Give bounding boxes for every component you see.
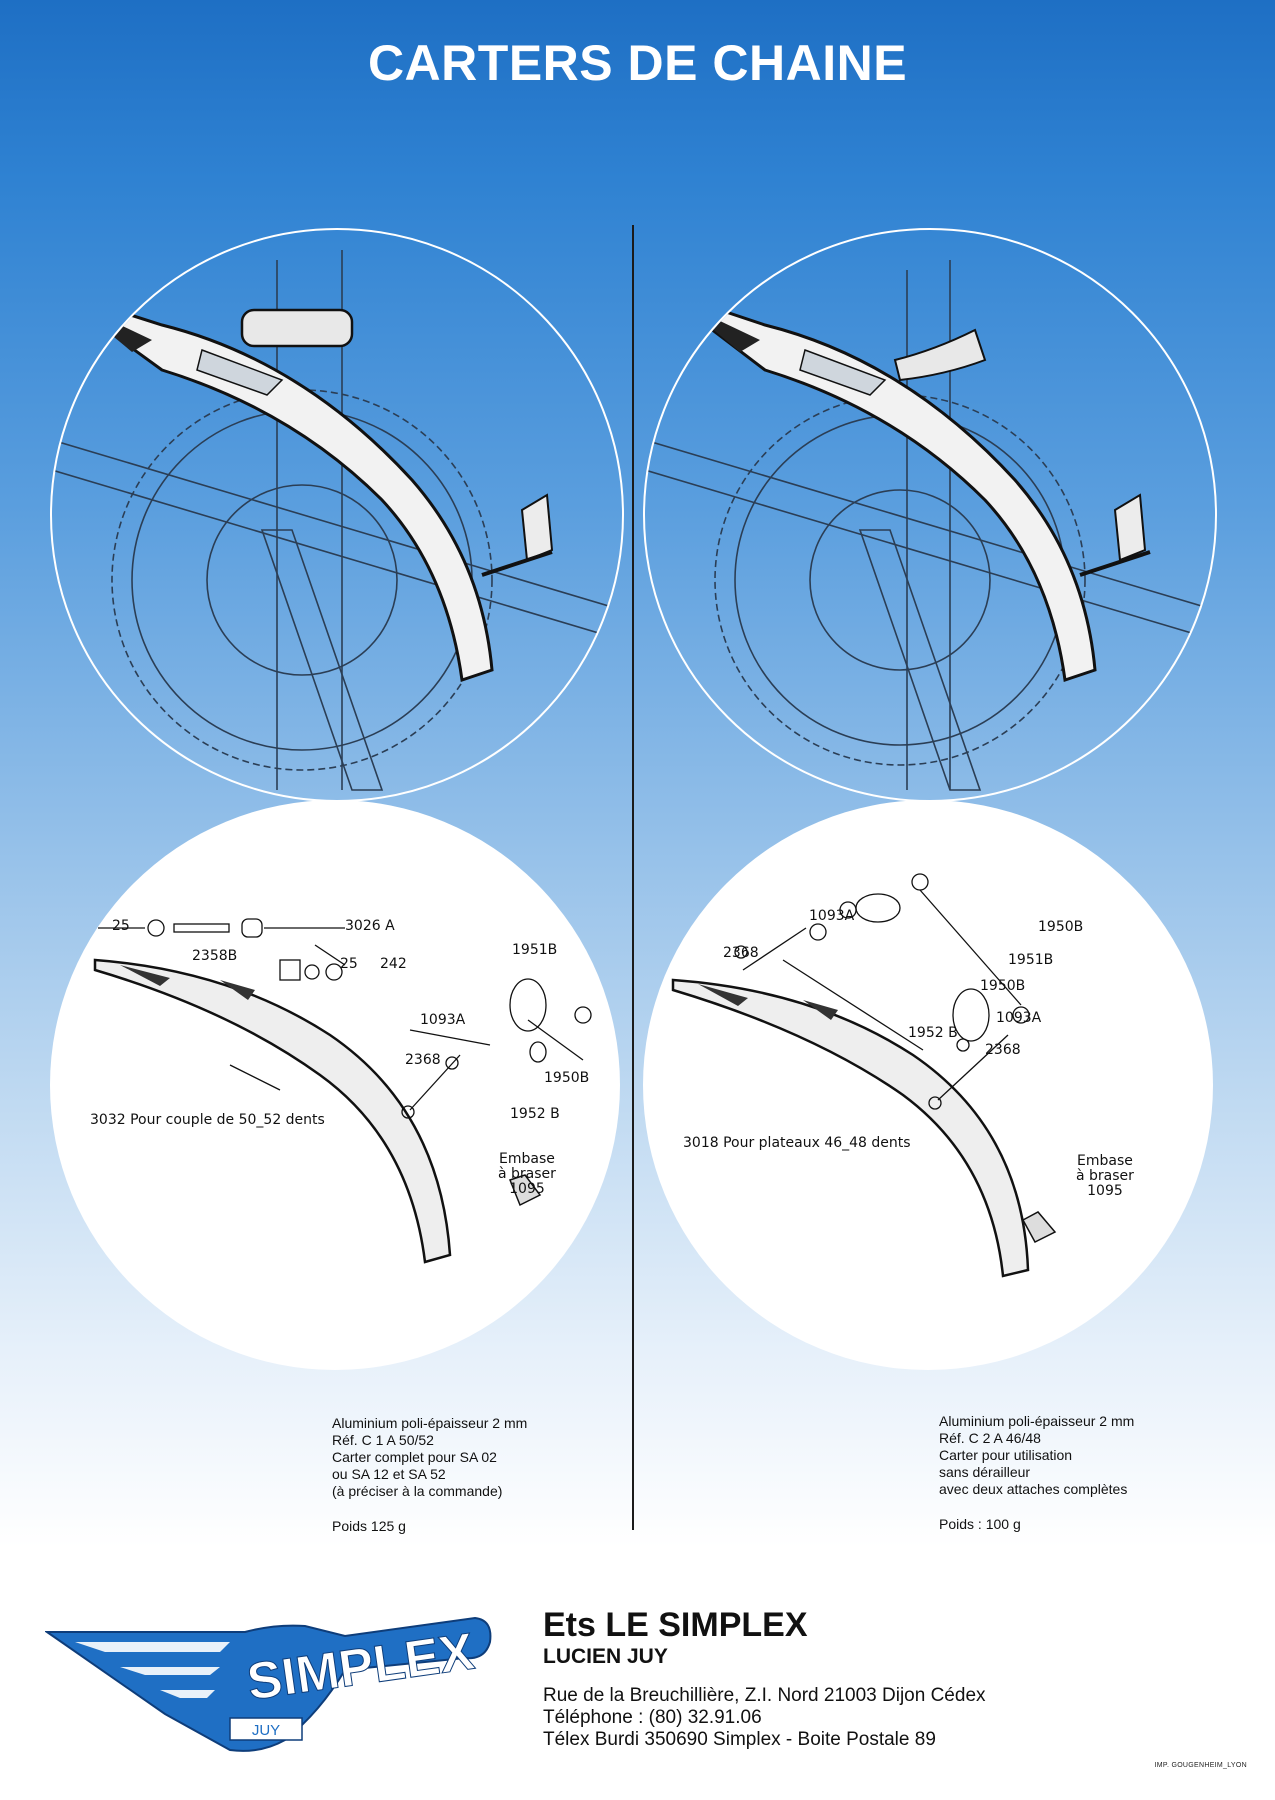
callout-1952b: 1952 B	[510, 1106, 560, 1122]
callout-2358b: 2358B	[192, 948, 238, 964]
spec-line: Réf. C 1 A 50/52	[332, 1432, 434, 1448]
illustration-guard-mounted-right	[643, 228, 1217, 802]
callout-1093a: 1093A	[420, 1012, 466, 1028]
spec-line: ou SA 12 et SA 52	[332, 1466, 446, 1482]
callout-1093a-top: 1093A	[809, 908, 855, 924]
spec-line: Aluminium poli-épaisseur 2 mm	[939, 1413, 1135, 1429]
callout-1951b: 1951B	[1008, 952, 1054, 968]
embase-label: Embase à braser 1095	[498, 1152, 556, 1197]
page-title: CARTERS DE CHAINE	[367, 35, 908, 91]
callout-1951b: 1951B	[512, 942, 558, 958]
callout-2368-top: 2368	[723, 945, 759, 961]
embase-ref: 1095	[1087, 1183, 1123, 1199]
weight-text: Poids : 100 g	[939, 1516, 1021, 1532]
embase-line1: Embase	[499, 1151, 555, 1167]
logo-subtext: JUY	[252, 1722, 280, 1739]
callout-2368: 2368	[405, 1052, 441, 1068]
company-owner: LUCIEN JUY	[543, 1645, 668, 1668]
address-line: Rue de la Breuchillière, Z.I. Nord 21003…	[543, 1685, 986, 1706]
callout-2368-low: 2368	[985, 1042, 1021, 1058]
spec-line: sans dérailleur	[939, 1464, 1031, 1480]
exploded-parts-drawing	[93, 918, 592, 1264]
printer-imprint: IMP. GOUGENHEIM_LYON	[1154, 1762, 1247, 1769]
callout-1950b-mid: 1950B	[980, 978, 1026, 994]
company-name: Ets LE SIMPLEX	[543, 1606, 808, 1644]
spec-block-right: Aluminium poli-épaisseur 2 mm Réf. C 2 A…	[939, 1413, 1134, 1533]
callout-1950b: 1950B	[544, 1070, 590, 1086]
chain-guard-illustration	[52, 250, 622, 791]
company-info: Ets LE SIMPLEX LUCIEN JUY Rue de la Breu…	[543, 1606, 986, 1751]
callout-1950b-top: 1950B	[1038, 919, 1084, 935]
callout-1952b: 1952 B	[908, 1025, 958, 1041]
spec-line: avec deux attaches complètes	[939, 1481, 1128, 1497]
embase-label: Embase à braser 1095	[1076, 1154, 1134, 1199]
exploded-view-right: 1093A 2368 1950B 1951B 1950B 1952 B 1093…	[643, 800, 1213, 1370]
spec-line: (à préciser à la commande)	[332, 1483, 503, 1499]
telex-line: Télex Burdi 350690 Simplex - Boite Posta…	[543, 1729, 936, 1750]
callout-25-second: 25	[340, 956, 358, 972]
phone-line: Téléphone : (80) 32.91.06	[543, 1707, 762, 1728]
callout-3032: 3032 Pour couple de 50_52 dents	[90, 1112, 325, 1128]
callout-242: 242	[380, 956, 407, 972]
callout-1093a-low: 1093A	[996, 1010, 1042, 1026]
center-divider	[632, 225, 634, 1530]
simplex-logo: JUY SIMPLEX	[43, 1612, 495, 1762]
callout-3018: 3018 Pour plateaux 46_48 dents	[683, 1135, 911, 1151]
spec-block-left: Aluminium poli-épaisseur 2 mm Réf. C 1 A…	[332, 1415, 527, 1535]
spec-line: Aluminium poli-épaisseur 2 mm	[332, 1415, 528, 1431]
callout-25: 25	[112, 918, 130, 934]
embase-line2: à braser	[1076, 1168, 1134, 1184]
embase-ref: 1095	[509, 1181, 545, 1197]
illustration-guard-mounted-left	[50, 228, 624, 802]
spec-line: Carter pour utilisation	[939, 1447, 1073, 1463]
chain-guard-illustration	[645, 260, 1215, 791]
exploded-view-left: 25 2358B 3026 A 25 242 1951B 1093A 2368 …	[50, 800, 620, 1370]
weight-text: Poids 125 g	[332, 1518, 406, 1534]
embase-line1: Embase	[1077, 1153, 1133, 1169]
spec-line: Carter complet pour SA 02	[332, 1449, 497, 1465]
company-address: Rue de la Breuchillière, Z.I. Nord 21003…	[543, 1685, 986, 1751]
simplex-wing-logo: JUY SIMPLEX	[43, 1616, 492, 1752]
embase-line2: à braser	[498, 1166, 556, 1182]
callout-3026a: 3026 A	[345, 918, 395, 934]
exploded-parts-drawing	[671, 873, 1057, 1278]
spec-line: Réf. C 2 A 46/48	[939, 1430, 1041, 1446]
